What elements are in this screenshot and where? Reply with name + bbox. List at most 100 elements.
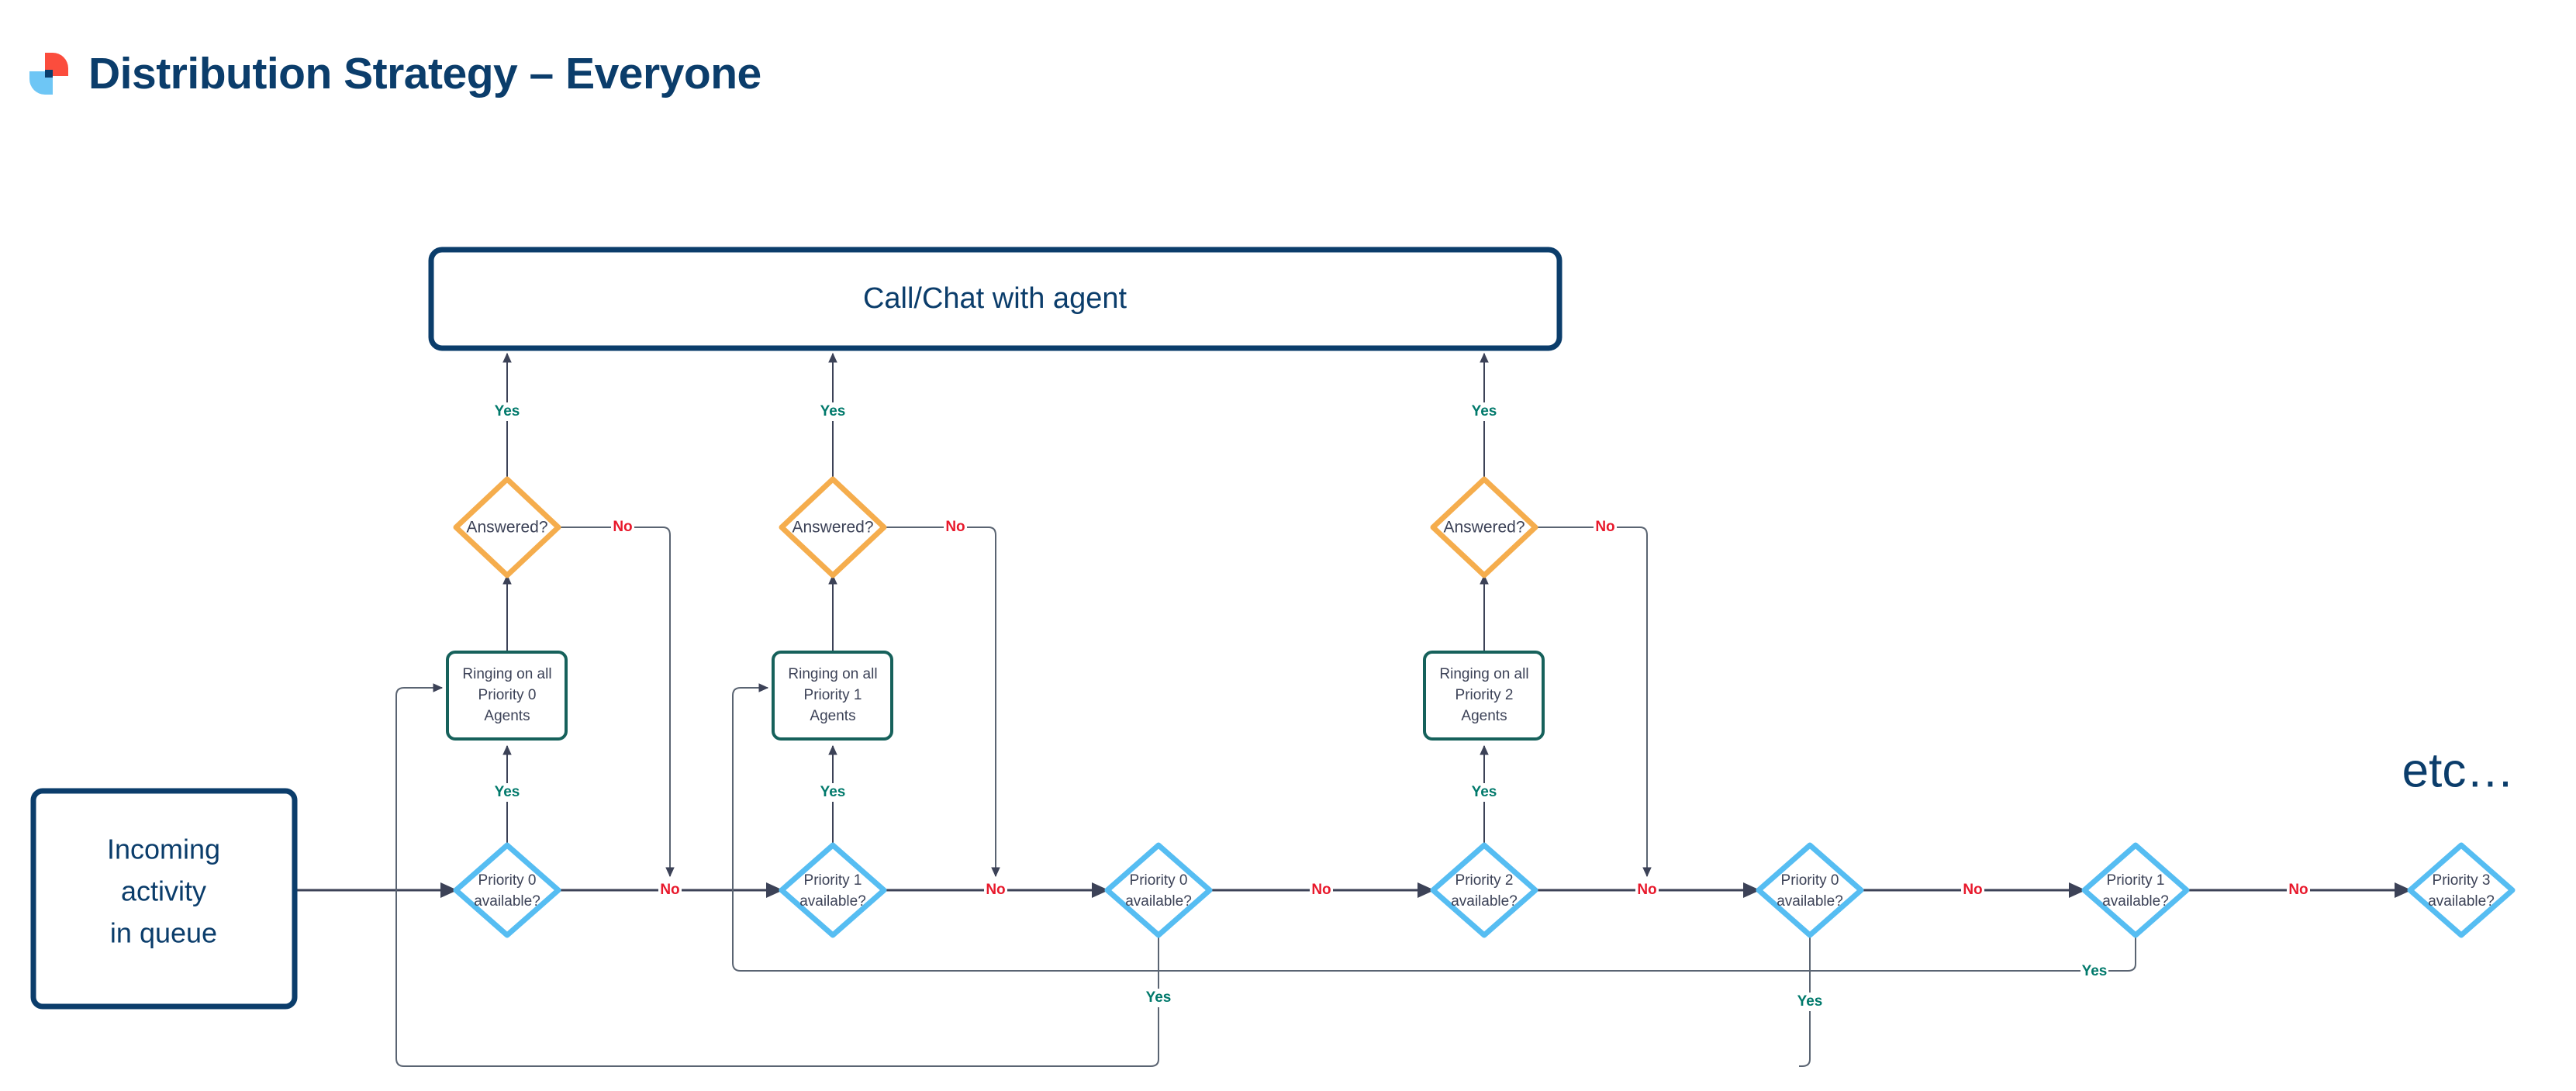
incoming-label-line3: in queue [110, 917, 217, 949]
edge-labels-yes-ringing: Yes Yes Yes [493, 783, 1498, 802]
yes-label-a2-terminal: Yes [1472, 403, 1497, 419]
decision-diamond-5 [2081, 842, 2190, 938]
no-label-a1: No [945, 519, 965, 535]
incoming-box [30, 788, 298, 1010]
answered-0-label: Answered? [466, 519, 547, 537]
edge-labels-yes-terminal: Yes Yes Yes [493, 402, 1498, 421]
ringing-2-line3: Agents [1461, 708, 1507, 724]
decision-5-line2: available? [2102, 893, 2169, 910]
answered-node-a1: Answered? [779, 476, 887, 578]
etc-label: etc… [2402, 744, 2515, 797]
no-label-a0: No [613, 519, 632, 535]
decision-0-line2: available? [474, 893, 540, 910]
label-bg [819, 783, 847, 802]
edge-labels-no-main: No No No No No No [658, 882, 2310, 899]
decision-node-d3: Priority 0 available? [1104, 842, 1213, 938]
ringing-box-2 [1423, 651, 1545, 741]
ringing-node-r0: Ringing on all Priority 0 Agents [446, 651, 568, 741]
decision-3-line2: available? [1451, 893, 1518, 910]
ringing-node-r1: Ringing on all Priority 1 Agents [772, 651, 893, 741]
ringing-1-line2: Priority 1 [804, 687, 862, 703]
yes-label-d6-loop: Yes [2082, 963, 2108, 979]
label-bg [1594, 519, 1617, 536]
decision-2-line1: Priority 0 [1130, 872, 1188, 889]
label-bg [1635, 882, 1659, 899]
call-chat-node: Call/Chat with agent [428, 247, 1563, 351]
edge-a2-no [1535, 527, 1652, 878]
ringing-1-line3: Agents [810, 708, 855, 724]
label-bg [493, 402, 521, 421]
edge-labels-no-answered: No No No [611, 519, 1617, 536]
label-bg [984, 882, 1007, 899]
decision-1-line1: Priority 1 [804, 872, 862, 889]
yes-label-a0-terminal: Yes [495, 403, 520, 419]
decision-3-line1: Priority 2 [1455, 872, 1514, 889]
no-label-d5: No [1963, 882, 1982, 898]
decision-node-d2: Priority 1 available? [779, 842, 887, 938]
brand-logo-icon [29, 53, 68, 95]
answered-diamond-0 [453, 476, 561, 578]
ringing-1-line1: Ringing on all [788, 666, 877, 682]
page-header: Distribution Strategy – Everyone [0, 0, 2576, 147]
decision-6-line1: Priority 3 [2433, 872, 2491, 889]
incoming-label-line1: Incoming [107, 834, 220, 865]
decision-4-line1: Priority 0 [1781, 872, 1839, 889]
decision-diamond-0 [453, 842, 561, 938]
decision-2-line2: available? [1125, 893, 1192, 910]
edge-d5-yes-down [1799, 935, 1811, 1067]
decision-diamond-1 [779, 842, 887, 938]
no-label-a2: No [1595, 519, 1614, 535]
edge-d3-yes-loopback [395, 683, 1159, 1067]
decision-diamond-3 [1430, 842, 1538, 938]
answered-node-a0: Answered? [453, 476, 561, 578]
ringing-0-line1: Ringing on all [462, 666, 551, 682]
label-bg [1470, 783, 1498, 802]
brand-logo [29, 53, 68, 95]
answered-no-edges [558, 527, 1652, 878]
decision-node-d5: Priority 0 available? [1756, 842, 1864, 938]
decision-5-line1: Priority 1 [2107, 872, 2165, 889]
decision-diamond-4 [1756, 842, 1864, 938]
call-chat-box [428, 247, 1563, 351]
answered-2-label: Answered? [1443, 519, 1525, 537]
decision-node-d7: Priority 3 available? [2407, 842, 2516, 938]
no-label-d4: No [1637, 882, 1656, 898]
ringing-0-line3: Agents [484, 708, 530, 724]
label-bg [2080, 962, 2108, 981]
edge-d6-yes-loopback [732, 683, 2136, 972]
label-bg [1470, 402, 1498, 421]
decision-node-d1: Priority 0 available? [453, 842, 561, 938]
ringing-2-line1: Ringing on all [1439, 666, 1528, 682]
decision-diamond-2 [1104, 842, 1213, 938]
ringing-2-line2: Priority 2 [1455, 687, 1514, 703]
answered-1-label: Answered? [792, 519, 873, 537]
decision-diamond-6 [2407, 842, 2516, 938]
label-bg [819, 402, 847, 421]
answered-yes-to-terminal-edges [502, 352, 1489, 479]
answered-node-a2: Answered? [1430, 476, 1538, 578]
edge-a1-no [884, 527, 1000, 878]
decision-node-d6: Priority 1 available? [2081, 842, 2190, 938]
answered-diamond-1 [779, 476, 887, 578]
incoming-node: Incoming activity in queue [30, 788, 298, 1010]
edge-labels-yes-loops: Yes Yes Yes [1145, 962, 2108, 1011]
label-bg [1961, 882, 1984, 899]
label-bg [493, 783, 521, 802]
no-label-d3: No [1311, 882, 1331, 898]
decision-4-line2: available? [1777, 893, 1843, 910]
decision-node-d4: Priority 2 available? [1430, 842, 1538, 938]
ringing-box-1 [772, 651, 893, 741]
yes-label-d3-loop: Yes [1146, 989, 1172, 1006]
label-bg [1310, 882, 1333, 899]
no-label-d6: No [2288, 882, 2308, 898]
yes-loopback-edges [395, 683, 2136, 1067]
ringing-box-0 [446, 651, 568, 741]
yes-label-d4-r2: Yes [1472, 784, 1497, 800]
decision-0-line1: Priority 0 [478, 872, 537, 889]
decision-1-line2: available? [799, 893, 866, 910]
yes-label-d1-r0: Yes [495, 784, 520, 800]
label-bg [1145, 989, 1172, 1007]
ringing-0-line2: Priority 0 [478, 687, 537, 703]
label-bg [611, 519, 634, 536]
answered-diamond-2 [1430, 476, 1538, 578]
